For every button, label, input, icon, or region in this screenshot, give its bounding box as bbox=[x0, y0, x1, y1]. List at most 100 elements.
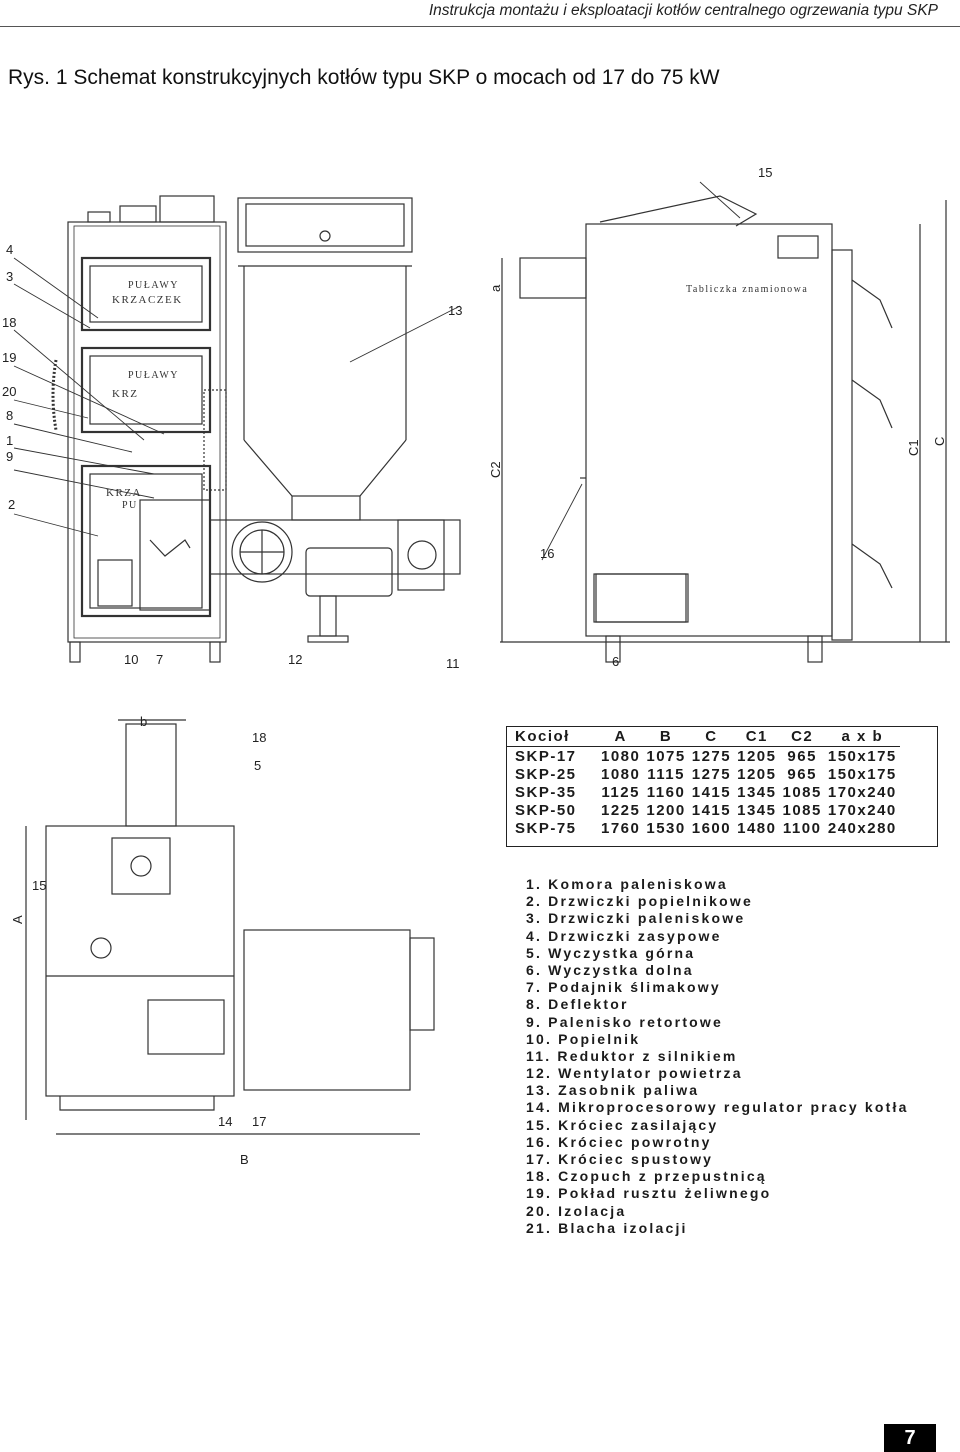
table-row: SKP-25 1080 1115 1275 1205 965 150x175 bbox=[506, 765, 900, 783]
col-header-axb: a x b bbox=[824, 726, 900, 747]
svg-text:20: 20 bbox=[2, 384, 16, 399]
table-cell: 1075 bbox=[646, 747, 686, 765]
legend-item: 11. Reduktor z silnikiem bbox=[526, 1047, 738, 1064]
legend-item: 21. Blacha izolacji bbox=[526, 1219, 688, 1236]
table-cell: SKP-17 bbox=[515, 747, 577, 765]
table-cell: 1275 bbox=[691, 747, 732, 765]
feeder-fan-motor-drawing bbox=[209, 519, 461, 643]
svg-text:11: 11 bbox=[446, 656, 460, 671]
svg-text:8: 8 bbox=[6, 408, 13, 423]
table-cell: 1080 bbox=[601, 765, 641, 783]
svg-text:12: 12 bbox=[288, 652, 302, 667]
legend-item: 17. Króciec spustowy bbox=[526, 1151, 714, 1167]
col-header-C: C bbox=[688, 726, 735, 747]
svg-text:14: 14 bbox=[218, 1114, 232, 1129]
svg-text:PUŁAWY: PUŁAWY bbox=[128, 370, 179, 381]
col-header-C2: C2 bbox=[779, 726, 825, 747]
table-cell: 1085 bbox=[782, 783, 822, 801]
svg-text:15: 15 bbox=[32, 878, 46, 893]
svg-text:C1: C1 bbox=[906, 439, 921, 456]
header-rule bbox=[0, 26, 960, 27]
svg-text:PUŁAWY: PUŁAWY bbox=[128, 280, 179, 291]
table-cell: 965 bbox=[787, 765, 817, 783]
table-cell: 1125 bbox=[601, 783, 640, 801]
table-cell: 1480 bbox=[737, 819, 777, 837]
svg-text:9: 9 bbox=[6, 449, 13, 464]
table-row: SKP-35 1125 1160 1415 1345 1085 170x240 bbox=[506, 783, 900, 801]
svg-text:16: 16 bbox=[540, 546, 554, 561]
svg-text:5: 5 bbox=[254, 758, 261, 773]
running-header: Instrukcja montażu i eksploatacji kotłów… bbox=[428, 2, 938, 19]
table-cell: 1160 bbox=[646, 783, 686, 801]
table-row: SKP-50 1225 1200 1415 1345 1085 170x240 bbox=[506, 801, 900, 819]
legend-item: 9. Palenisko retortowe bbox=[526, 1013, 724, 1030]
table-cell: 965 bbox=[787, 747, 817, 765]
table-cell: 170x240 bbox=[827, 801, 897, 819]
svg-text:1: 1 bbox=[6, 433, 13, 448]
svg-text:KRZA: KRZA bbox=[106, 487, 142, 499]
table-cell: 1205 bbox=[737, 747, 777, 765]
legend-item: 20. Izolacja bbox=[526, 1202, 627, 1219]
legend-item: 14. Mikroprocesorowy regulator pracy kot… bbox=[526, 1099, 909, 1116]
svg-text:7: 7 bbox=[156, 652, 163, 667]
boiler-side-view bbox=[500, 195, 950, 663]
svg-text:3: 3 bbox=[6, 269, 13, 284]
callout-leaders bbox=[13, 181, 741, 561]
table-cell: 1600 bbox=[691, 819, 732, 837]
table-cell: 1205 bbox=[737, 765, 777, 783]
legend-item: 5. Wyczystka górna bbox=[526, 944, 696, 961]
parts-legend: 1. Komora paleniskowa 2. Drzwiczki popie… bbox=[526, 876, 909, 1237]
legend-item: 3. Drzwiczki paleniskowe bbox=[526, 910, 746, 927]
svg-text:B: B bbox=[240, 1152, 249, 1167]
table-cell: 1275 bbox=[691, 765, 732, 783]
legend-item: 10. Popielnik bbox=[526, 1030, 641, 1047]
svg-text:17: 17 bbox=[252, 1114, 266, 1129]
svg-text:b: b bbox=[140, 714, 147, 729]
table-cell: 1115 bbox=[647, 765, 685, 783]
legend-item: 6. Wyczystka dolna bbox=[526, 961, 694, 978]
legend-item: 16. Króciec powrotny bbox=[526, 1133, 712, 1150]
table-cell: 150x175 bbox=[827, 765, 897, 783]
table-cell: 170x240 bbox=[827, 783, 897, 801]
legend-item: 19. Pokład rusztu żeliwnego bbox=[526, 1185, 772, 1202]
page-number: 7 bbox=[884, 1424, 936, 1452]
table-cell: 1085 bbox=[782, 801, 822, 819]
top-view-callouts: b 18 5 15 A 14 17 B bbox=[10, 714, 266, 1167]
boiler-front-view bbox=[51, 195, 227, 663]
legend-item: 4. Drzwiczki zasypowe bbox=[526, 927, 722, 944]
svg-text:4: 4 bbox=[6, 242, 13, 257]
table-cell: 1415 bbox=[691, 801, 732, 819]
table-cell: 1200 bbox=[646, 801, 686, 819]
table-cell: 240x280 bbox=[827, 819, 897, 837]
legend-item: 2. Drzwiczki popielnikowe bbox=[526, 893, 753, 910]
legend-item: 12. Wentylator powietrza bbox=[526, 1065, 743, 1082]
table-cell: SKP-25 bbox=[515, 765, 577, 783]
svg-text:a: a bbox=[488, 284, 503, 292]
nameplate-label: Tabliczka znamionowa bbox=[686, 284, 808, 295]
svg-text:KRZ: KRZ bbox=[112, 388, 139, 400]
svg-text:KRZACZEK: KRZACZEK bbox=[112, 294, 183, 306]
table-row: SKP-17 1080 1075 1275 1205 965 150x175 bbox=[506, 747, 900, 766]
svg-text:15: 15 bbox=[758, 165, 772, 180]
svg-text:18: 18 bbox=[2, 315, 16, 330]
table-cell: 1530 bbox=[646, 819, 686, 837]
svg-text:13: 13 bbox=[448, 303, 462, 318]
fuel-hopper-drawing bbox=[237, 197, 413, 521]
side-view-callout-labels: 15 16 6 a C2 C1 C bbox=[488, 165, 947, 669]
legend-item: 15. Króciec zasilający bbox=[526, 1116, 719, 1133]
legend-item: 13. Zasobnik paliwa bbox=[526, 1082, 700, 1099]
svg-text:PU: PU bbox=[122, 500, 138, 511]
svg-text:10: 10 bbox=[124, 652, 138, 667]
table-cell: 150x175 bbox=[827, 747, 897, 765]
table-header-row: Kocioł A B C C1 C2 a x b bbox=[506, 726, 900, 747]
table-cell: 1415 bbox=[691, 783, 732, 801]
table-cell: 1080 bbox=[601, 747, 641, 765]
figure-title: Rys. 1 Schemat konstrukcyjnych kotłów ty… bbox=[8, 66, 720, 89]
col-header-A: A bbox=[598, 726, 644, 747]
svg-text:2: 2 bbox=[8, 497, 15, 512]
boiler-dimensions-table: Kocioł A B C C1 C2 a x b SKP-17 1080 107… bbox=[506, 726, 900, 837]
legend-item: 18. Czopuch z przepustnicą bbox=[526, 1168, 767, 1185]
front-view-callout-labels: 4 3 18 19 20 8 1 9 2 10 7 12 11 13 bbox=[2, 242, 462, 671]
col-header-B: B bbox=[643, 726, 689, 747]
legend-item: 1. Komora paleniskowa bbox=[526, 876, 728, 892]
